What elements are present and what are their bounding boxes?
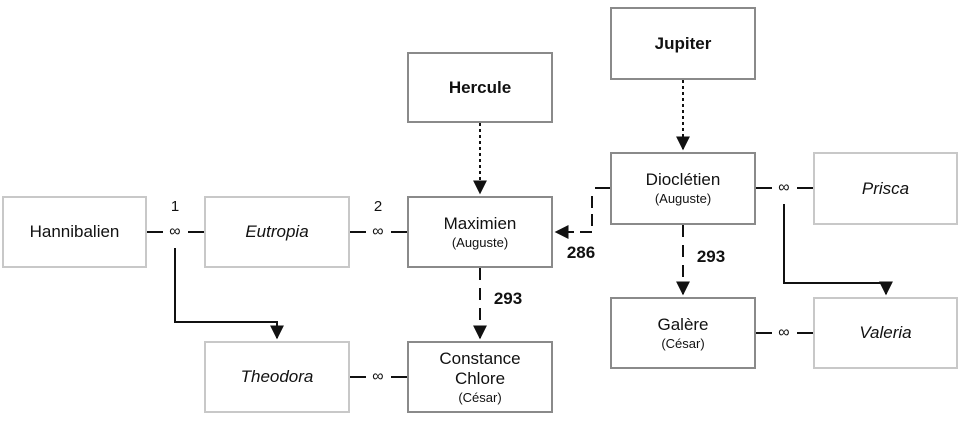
node-name: Dioclétien	[645, 170, 721, 189]
node-diocletien: Dioclétien (Auguste)	[610, 152, 756, 225]
node-title: (Auguste)	[654, 191, 712, 206]
node-hannibalien: Hannibalien	[2, 196, 147, 268]
node-jupiter: Jupiter	[610, 7, 756, 80]
node-constance-chlore: Constance Chlore (César)	[407, 341, 553, 413]
node-hercule: Hercule	[407, 52, 553, 123]
child-line-theodora	[174, 248, 284, 340]
node-maximien: Maximien (Auguste)	[407, 196, 553, 268]
marriage-symbol-hannibalien-eutropia: ∞	[169, 223, 181, 240]
node-name-line2: Chlore	[454, 368, 506, 388]
node-name: Valeria	[859, 323, 912, 342]
marriage-symbol-eutropia-maximien: ∞	[372, 223, 384, 240]
node-name-line1: Constance	[439, 348, 521, 368]
node-title: (César)	[661, 335, 705, 351]
node-theodora: Theodora	[204, 341, 350, 413]
marriage-symbol-galere-valeria: ∞	[778, 324, 790, 341]
node-name: Maximien	[443, 213, 517, 233]
year-label-286: 286	[566, 243, 596, 262]
node-title: (Auguste)	[451, 234, 509, 250]
node-title: (César)	[458, 389, 502, 405]
child-line-valeria	[783, 204, 893, 296]
year-label-293-galere: 293	[696, 247, 726, 266]
year-label-293-constance: 293	[493, 289, 523, 308]
node-name: Hannibalien	[29, 222, 120, 241]
marriage-order-1: 1	[170, 198, 180, 215]
adoption-line-maximien	[554, 196, 593, 239]
node-valeria: Valeria	[813, 297, 958, 369]
node-name: Jupiter	[654, 33, 712, 53]
node-name: Hercule	[448, 77, 512, 97]
node-eutropia: Eutropia	[204, 196, 350, 268]
node-prisca: Prisca	[813, 152, 958, 225]
node-name: Eutropia	[245, 222, 309, 241]
node-name: Galère	[657, 314, 709, 334]
marriage-order-2: 2	[373, 198, 383, 215]
marriage-symbol-diocletien-prisca: ∞	[778, 179, 790, 196]
node-name: Theodora	[240, 367, 314, 386]
node-galere: Galère (César)	[610, 297, 756, 369]
node-name: Prisca	[861, 178, 910, 198]
marriage-symbol-theodora-constance: ∞	[372, 368, 384, 385]
